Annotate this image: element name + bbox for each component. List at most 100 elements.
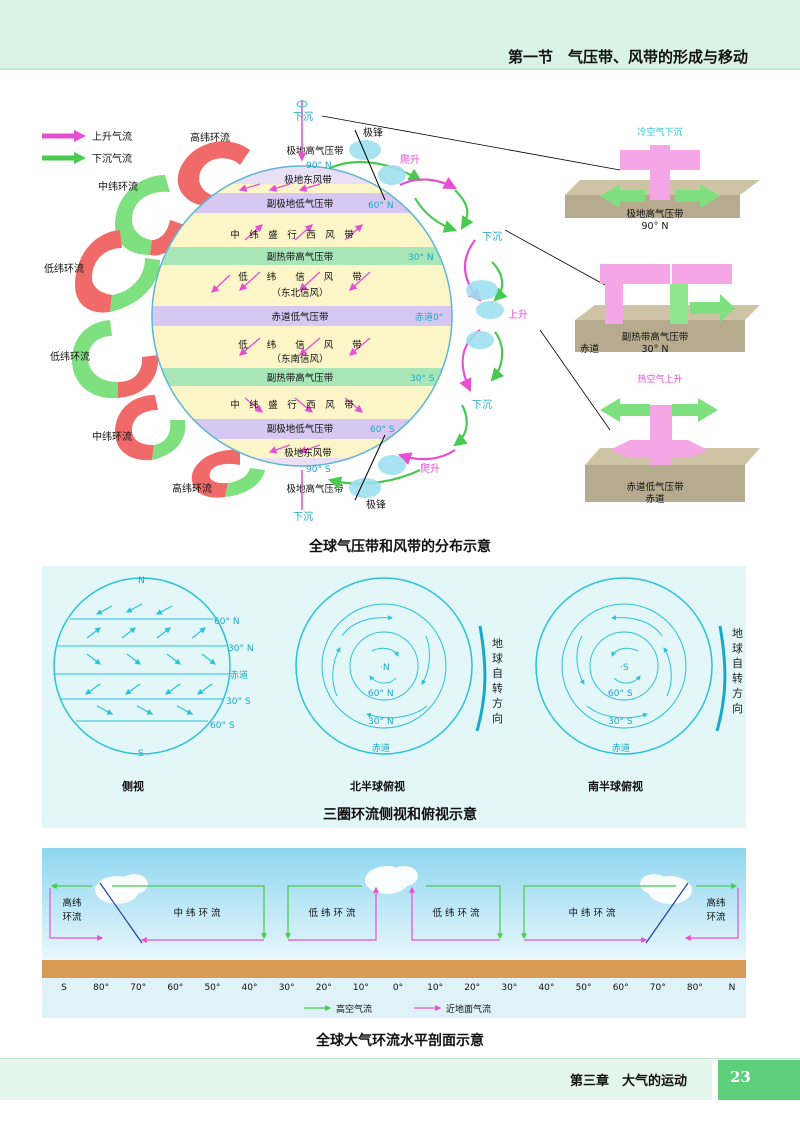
svg-text:60° N: 60° N (214, 617, 240, 627)
band-subpolar-low-s: 副极地低气压带 (267, 423, 334, 435)
pressure-wind-belts-figure: 上升气流 下沉气流 高纬环流 中纬环流 低纬环流 低纬环流 中纬环流 高纬环流 (42, 100, 760, 523)
legend-down: 下沉气流 (92, 152, 132, 165)
svg-text:热空气上升: 热空气上升 (637, 373, 682, 385)
svg-text:30° N: 30° N (642, 344, 669, 355)
band-polar-east-s: 极地东风带 (284, 447, 332, 459)
chapter-title: 第三章 大气的运动 (570, 1074, 688, 1089)
side-view: N S 60° N 30° N 赤道 30° S 60° S (53, 576, 254, 759)
rotation-label-south: 地球自转方向 (732, 627, 743, 715)
rotation-arrow-south (715, 625, 727, 732)
axis-tick-label: 40° (538, 983, 554, 993)
section-title: 第一节 气压带、风带的形成与移动 (507, 48, 748, 66)
polar-front-n (354, 129, 386, 201)
band-se-trade: （东南信风） (271, 353, 328, 365)
svg-text:下沉: 下沉 (293, 110, 313, 123)
axis-tick-label: 10° (353, 983, 369, 993)
svg-text:赤道: 赤道 (645, 493, 665, 505)
axis-tick-label: 10° (427, 983, 443, 993)
band-polar-high-n: 极地高气压带 (286, 145, 344, 157)
band-labels: 极地高气压带 极地东风带 副极地低气压带 中 纬 盛 行 西 风 带 副热带高气… (230, 145, 362, 495)
globe-outline (151, 165, 453, 467)
axis-tick-label: 60° (613, 983, 629, 993)
svg-text:近地面气流: 近地面气流 (446, 1003, 491, 1015)
page-number: 23 (730, 1068, 751, 1086)
cell-mid-n: 中纬环流 (98, 180, 138, 193)
band-polar-high-s: 极地高气压带 (286, 483, 344, 495)
cross-cell-high-s-2: 环流 (62, 911, 82, 923)
svg-text:赤道: 赤道 (580, 343, 600, 355)
svg-text:30° S: 30° S (226, 697, 251, 707)
svg-text:·N: ·N (380, 663, 390, 673)
svg-text:极锋: 极锋 (366, 498, 386, 511)
cell-low-n: 低纬环流 (44, 262, 84, 275)
label-side-view: 侧视 (122, 780, 144, 793)
svg-text:赤道: 赤道 (372, 742, 390, 754)
svg-text:90° N: 90° N (642, 221, 669, 232)
clouds (349, 140, 504, 498)
svg-text:30° S: 30° S (608, 717, 633, 727)
page-footer: 第三章 大气的运动 23 (0, 1058, 800, 1100)
cross-legend: 高空气流 近地面气流 (304, 1003, 491, 1015)
svg-text:30° N: 30° N (408, 253, 434, 263)
svg-text:极地高气压带: 极地高气压带 (626, 208, 684, 220)
south-view: ·S 60° S 30° S 赤道 (535, 577, 727, 755)
svg-text:冷空气下沉: 冷空气下沉 (637, 126, 682, 138)
band-subtropical-high-s: 副热带高气压带 (267, 372, 334, 384)
band-polar-east-n: 极地东风带 (284, 174, 332, 186)
cell-high-n: 高纬环流 (190, 131, 230, 144)
axis-tick-label: 50° (576, 983, 592, 993)
svg-text:赤道: 赤道 (230, 669, 248, 681)
legend-up: 上升气流 (92, 130, 132, 143)
svg-text:30° S: 30° S (410, 374, 435, 384)
svg-text:60° N: 60° N (368, 689, 394, 699)
polar-front-s (354, 434, 386, 501)
inset-subtropical-high: 副热带高气压带 30° N 赤道 (575, 264, 760, 355)
axis-tick-label: 70° (650, 983, 666, 993)
svg-text:赤道0°: 赤道0° (415, 311, 443, 323)
axis-tick-label: 80° (93, 983, 109, 993)
svg-text:60° S: 60° S (210, 721, 235, 731)
svg-text:N: N (138, 576, 145, 586)
cross-section-svg: 高纬 环流 中 纬 环 流 低 纬 环 流 低 纬 环 流 中 纬 环 流 高纬… (42, 848, 746, 1018)
cross-cell-high-n-2: 环流 (706, 911, 726, 923)
cross-section-figure: 高纬 环流 中 纬 环 流 低 纬 环 流 低 纬 环 流 中 纬 环 流 高纬… (42, 848, 746, 1018)
cell-mid-s: 中纬环流 (92, 430, 132, 443)
axis-tick-label: N (729, 983, 736, 993)
rotation-label-north: 地球自转方向 (492, 637, 503, 725)
globe (152, 166, 452, 466)
cell-high-s: 高纬环流 (172, 482, 212, 495)
svg-text:赤道低气压带: 赤道低气压带 (626, 481, 684, 493)
cell-low-s: 低纬环流 (50, 350, 90, 363)
axis-tick-label: 50° (204, 983, 220, 993)
svg-text:中 纬 环 流: 中 纬 环 流 (173, 907, 221, 919)
label-north-view: 北半球俯视 (350, 780, 405, 793)
svg-text:下沉: 下沉 (293, 510, 313, 523)
header-divider (0, 68, 800, 70)
latitude-labels: 90° N 60° N 30° N 赤道0° 30° S 60° S 90° S (306, 161, 443, 475)
page-header (0, 0, 800, 68)
three-cell-views: N S 60° N 30° N 赤道 30° S 60° S ·N 60° N … (53, 576, 727, 759)
svg-text:90° N: 90° N (306, 161, 332, 171)
axis-tick-label: S (61, 983, 67, 993)
svg-text:爬升: 爬升 (420, 463, 440, 475)
inset-polar-high: 冷空气下沉 极地高气压带 90° N (565, 126, 760, 232)
svg-text:S: S (138, 749, 144, 759)
axis-tick-label: 70° (130, 983, 146, 993)
rotation-arrow-north (475, 625, 487, 732)
svg-text:赤道: 赤道 (612, 742, 630, 754)
axis-tick-label: 20° (464, 983, 480, 993)
figure3-caption: 全球大气环流水平剖面示意 (316, 1033, 484, 1049)
label-south-view: 南半球俯视 (588, 780, 643, 793)
band-westerly-n: 中 纬 盛 行 西 风 带 (230, 229, 354, 241)
svg-text:下沉: 下沉 (472, 398, 492, 411)
band-equatorial-low: 赤道低气压带 (271, 311, 329, 323)
figure2-caption: 三圈环流侧视和俯视示意 (323, 807, 477, 823)
leader-lines (321, 115, 621, 431)
svg-text:低 纬 环 流: 低 纬 环 流 (432, 907, 480, 919)
axis-tick-label: 80° (687, 983, 703, 993)
svg-text:30° N: 30° N (228, 644, 254, 654)
figure1-caption: 全球气压带和风带的分布示意 (309, 539, 491, 555)
svg-text:90° S: 90° S (306, 465, 331, 475)
svg-text:30° N: 30° N (368, 717, 394, 727)
